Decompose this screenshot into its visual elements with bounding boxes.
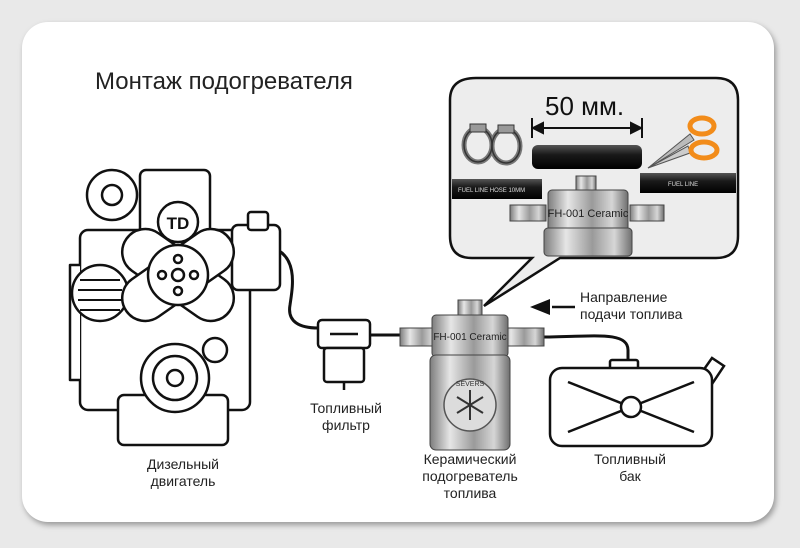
callout-heater-icon xyxy=(509,175,665,257)
heater-label: Керамический подогреватель топлива xyxy=(422,451,518,501)
filter-label: Топливный фильтр xyxy=(310,400,382,433)
heater-model-label: FH-001 Ceramic xyxy=(433,332,506,343)
engine-icon xyxy=(68,168,282,447)
cut-hose-piece xyxy=(532,145,642,169)
callout-heater-model: FH-001 Ceramic xyxy=(548,208,629,220)
dimension-label: 50 мм. xyxy=(545,91,625,121)
page-title: Монтаж подогревателя xyxy=(95,68,353,95)
engine-label: Дизельный двигатель xyxy=(147,456,219,489)
heater-badge-label: SEVERS xyxy=(456,381,485,388)
hose-left xyxy=(452,179,542,199)
hose-right xyxy=(640,173,736,193)
ceramic-heater-icon xyxy=(399,299,545,451)
fuel-tank-icon xyxy=(548,356,726,448)
tank-label: Топливный бак xyxy=(594,451,666,484)
direction-label: Направление подачи топлива xyxy=(580,289,683,322)
dimension-line xyxy=(530,118,644,138)
hose-print-left: FUEL LINE HOSE 10MM xyxy=(458,188,525,194)
scissors-icon xyxy=(647,115,720,169)
engine-logo: TD xyxy=(167,214,190,233)
fuel-filter-icon xyxy=(316,318,372,390)
direction-arrow-icon xyxy=(530,299,575,315)
hose-print-right: FUEL LINE xyxy=(668,182,698,188)
